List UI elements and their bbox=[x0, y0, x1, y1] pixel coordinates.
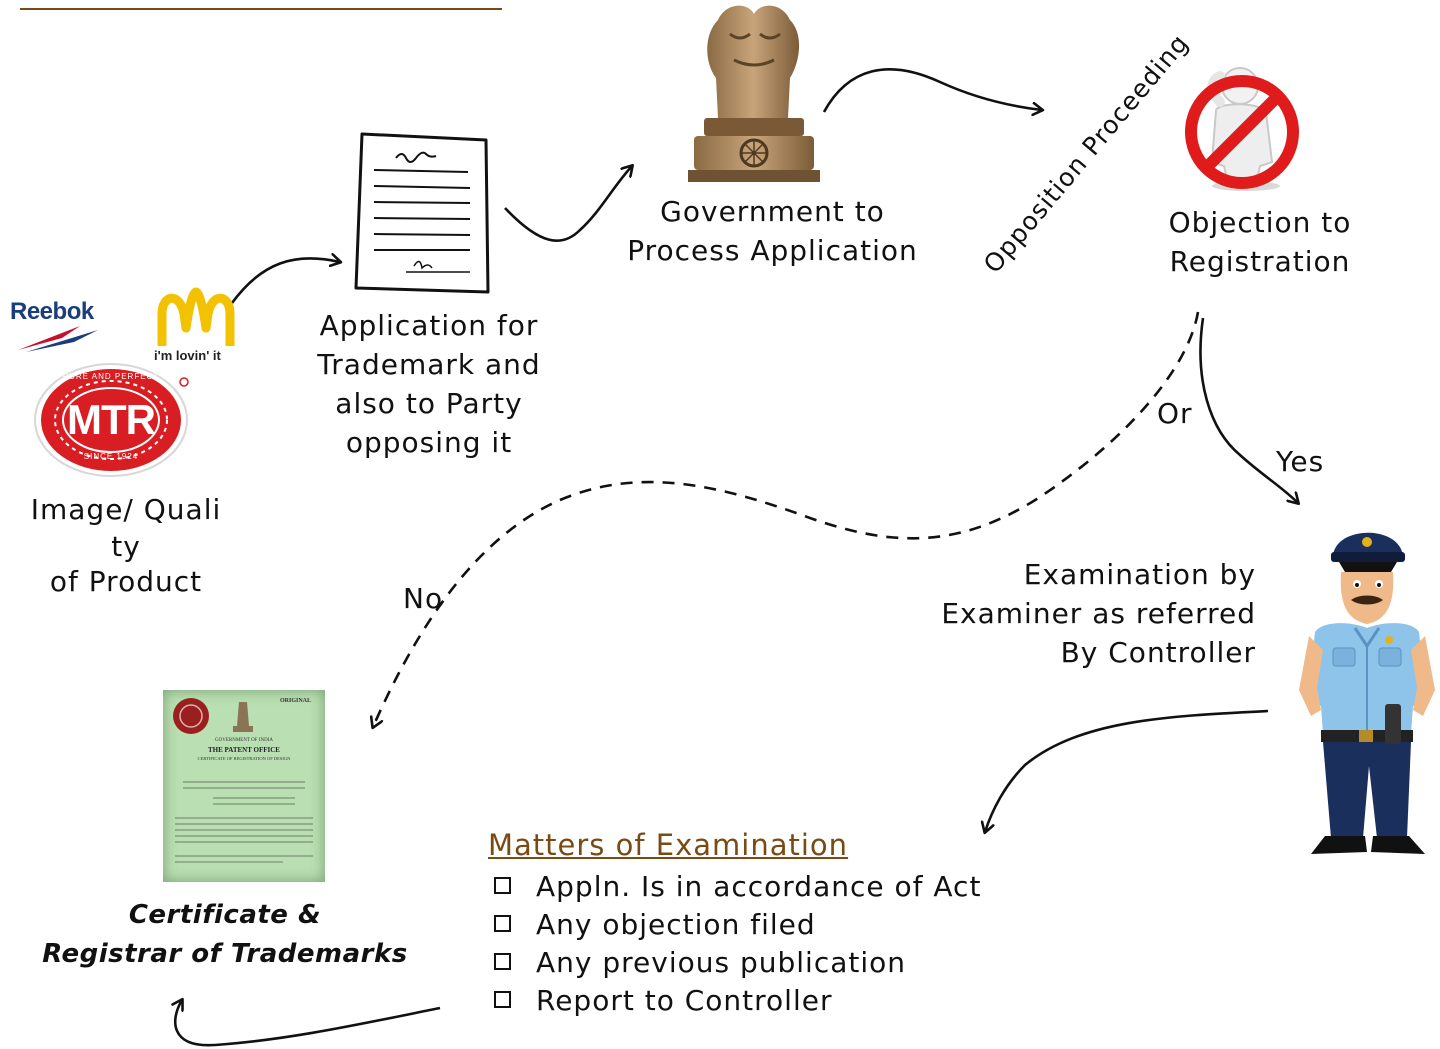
arrow-government-to-objection bbox=[822, 68, 1042, 112]
product-label-line-2: ty bbox=[111, 530, 141, 563]
reebok-logo: Reebok bbox=[10, 298, 120, 356]
application-label-line-4: opposing it bbox=[345, 426, 513, 459]
reebok-wordmark: Reebok bbox=[10, 298, 94, 325]
checklist-item-text: Any previous publication bbox=[536, 946, 907, 979]
checkbox-icon bbox=[494, 915, 511, 932]
arrow-examination-to-matters bbox=[985, 709, 1269, 832]
golden-arches-icon bbox=[157, 287, 235, 346]
edge-label-no: No bbox=[403, 582, 444, 615]
arrow-objection-to-examination-yes bbox=[1199, 317, 1298, 503]
application-label-line-2: Trademark and bbox=[317, 348, 541, 381]
mtr-bottom-text: SINCE 1924 bbox=[83, 452, 139, 461]
node-examination: Examination by Examiner as referred By C… bbox=[900, 555, 1256, 672]
reebok-vector-icon bbox=[18, 326, 98, 352]
edge-label-yes: Yes bbox=[1276, 445, 1325, 478]
node-objection: Objection to Registration bbox=[1140, 203, 1380, 281]
application-label-line-1: Application for bbox=[319, 309, 539, 342]
objection-label-line-1: Objection to bbox=[1168, 206, 1352, 239]
no-entry-person-icon bbox=[1185, 67, 1299, 191]
product-label-line-3: of Product bbox=[49, 565, 203, 598]
certificate-line-2: THE PATENT OFFICE bbox=[208, 746, 280, 754]
registration-certificate-image: ORIGINAL GOVERNMENT OF INDIA THE PATENT … bbox=[163, 690, 325, 882]
arrow-matters-to-certificate bbox=[175, 1000, 441, 1047]
matters-of-examination: Matters of Examination Appln. Is in acco… bbox=[488, 828, 1048, 1020]
mcdonalds-tagline: i'm lovin' it bbox=[154, 348, 221, 363]
checklist-item: Any objection filed bbox=[488, 906, 1048, 944]
node-certificate: Certificate & Registrar of Trademarks bbox=[20, 896, 430, 974]
application-document-icon bbox=[354, 132, 490, 294]
government-label-line-1: Government to bbox=[660, 195, 885, 228]
certificate-label-line-1: Certificate & bbox=[128, 900, 322, 930]
application-label-line-3: also to Party bbox=[335, 387, 523, 420]
government-label-line-2: Process Application bbox=[627, 234, 918, 267]
examination-label-line-1: Examination by bbox=[1023, 558, 1256, 591]
mtr-wordmark: MTR bbox=[67, 396, 156, 443]
header-underline-fragment bbox=[20, 0, 502, 10]
certificate-badge: ORIGINAL bbox=[279, 698, 311, 704]
mcdonalds-logo: i'm lovin' it bbox=[150, 287, 242, 368]
edge-label-or: Or bbox=[1157, 397, 1193, 430]
checklist-item-text: Any objection filed bbox=[536, 908, 816, 941]
node-application: Application for Trademark and also to Pa… bbox=[300, 306, 558, 462]
police-officer-icon bbox=[1299, 532, 1435, 854]
objection-label-line-2: Registration bbox=[1169, 245, 1351, 278]
checklist-item-text: Appln. Is in accordance of Act bbox=[536, 870, 982, 903]
arrow-product-to-application bbox=[230, 258, 340, 304]
certificate-line-3: CERTIFICATE OF REGISTRATION OF DESIGN bbox=[197, 756, 291, 761]
certificate-line-1: GOVERNMENT OF INDIA bbox=[215, 738, 273, 743]
matters-title[interactable]: Matters of Examination bbox=[488, 828, 849, 862]
examination-label-line-3: By Controller bbox=[1060, 636, 1256, 669]
checkbox-icon bbox=[494, 953, 511, 970]
ashoka-emblem-icon bbox=[688, 5, 820, 182]
product-label-line-1: Image/ Quali bbox=[30, 493, 222, 526]
arrow-application-to-government bbox=[504, 166, 632, 242]
checklist-item: Appln. Is in accordance of Act bbox=[488, 868, 1048, 906]
certificate-label-line-2: Registrar of Trademarks bbox=[42, 939, 408, 969]
node-government: Government to Process Application bbox=[600, 192, 945, 270]
mtr-logo: MTR PURE AND PERFECT SINCE 1924 bbox=[33, 360, 193, 478]
checklist-item: Any previous publication bbox=[488, 944, 1048, 982]
checklist-item-text: Report to Controller bbox=[536, 984, 833, 1017]
node-product-quality: Image/ Quali ty of Product bbox=[10, 490, 242, 601]
mtr-top-text: PURE AND PERFECT bbox=[62, 372, 160, 381]
examination-label-line-2: Examiner as referred bbox=[941, 597, 1256, 630]
checklist-item: Report to Controller bbox=[488, 982, 1048, 1020]
arrow-objection-to-certificate-or-dashed bbox=[373, 311, 1200, 727]
certificate-seals-icon bbox=[173, 698, 313, 863]
mtr-emblem-icon bbox=[34, 363, 189, 477]
checkbox-icon bbox=[494, 991, 511, 1008]
matters-checklist: Appln. Is in accordance of Act Any objec… bbox=[488, 868, 1048, 1020]
checkbox-icon bbox=[494, 877, 511, 894]
